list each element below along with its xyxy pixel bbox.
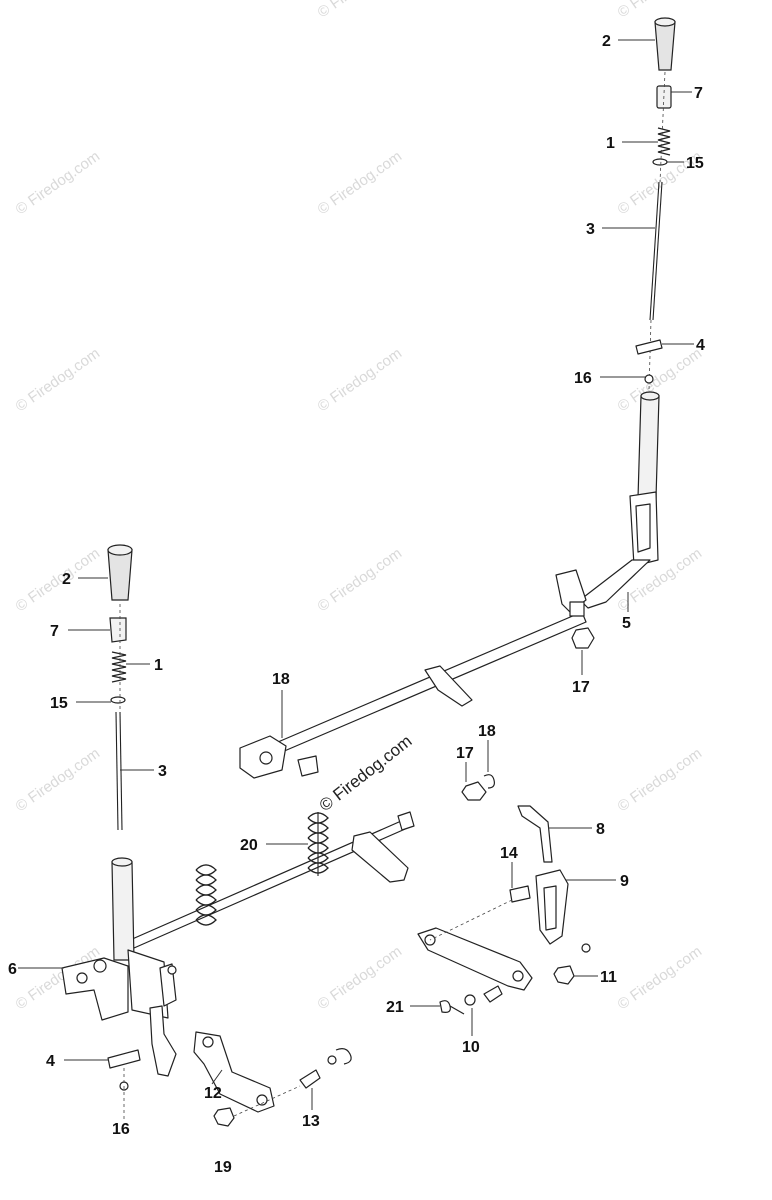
arm-part-12 [193, 1031, 275, 1113]
lift-shaft [239, 601, 595, 779]
nut-part-11 [553, 965, 575, 985]
grip-top-cap [654, 17, 676, 27]
callout-19: 19 [214, 1159, 232, 1176]
stud-part-13 [299, 1069, 321, 1089]
callout-16-left: 16 [112, 1121, 130, 1138]
callout-2-left: 2 [62, 571, 71, 588]
callout-5: 5 [622, 615, 631, 632]
callout-13: 13 [302, 1113, 320, 1130]
callout-21: 21 [386, 999, 404, 1016]
lever-arm-part-5 [579, 559, 651, 609]
washer-part-15-top [652, 158, 668, 166]
spring-part-20 [307, 812, 329, 874]
watermark: © Firedog.com [13, 345, 104, 415]
pin-part-4-left [107, 1049, 141, 1069]
nut-part-17-mid [461, 781, 487, 801]
callout-8: 8 [596, 821, 605, 838]
watermark: © Firedog.com [315, 545, 406, 615]
callout-4-top: 4 [696, 337, 705, 354]
watermark: © Firedog.com [615, 345, 706, 415]
center-watermark: © Firedog.com [316, 731, 416, 815]
callout-11: 11 [600, 969, 617, 986]
side-plate [127, 949, 169, 1019]
pin-part-4-top [635, 339, 663, 355]
lower-shaft [129, 774, 553, 949]
callout-14: 14 [500, 845, 518, 862]
center-plate [351, 831, 409, 883]
shaft-arm [424, 665, 473, 707]
watermark: © Firedog.com [13, 148, 104, 218]
callout-16-top: 16 [574, 370, 592, 387]
spring-part-1-left [111, 651, 127, 683]
pin-part-21 [439, 1000, 465, 1015]
right-lever-assembly [555, 17, 676, 613]
callout-numbers: 2 7 1 15 3 4 16 5 17 2 7 1 15 3 18 18 17… [8, 33, 705, 1176]
axis-line [659, 71, 666, 183]
callout-18-mid: 18 [478, 723, 496, 740]
clip-part-18-mid [483, 774, 495, 789]
lever-tube-part-5 [637, 395, 660, 499]
grip-part-2-top [654, 21, 676, 71]
callout-3-left: 3 [158, 763, 167, 780]
linkage-arm [149, 1005, 177, 1077]
watermark: © Firedog.com [315, 0, 406, 21]
watermark: © Firedog.com [615, 745, 706, 815]
bracket-part-6 [61, 957, 129, 1021]
sleeve-part-7-left [109, 617, 127, 643]
callout-17-right: 17 [572, 679, 590, 696]
callout-4-left: 4 [46, 1053, 55, 1070]
rod-part-3-left [115, 711, 119, 831]
washer-part-10 [464, 994, 476, 1006]
callout-10: 10 [462, 1039, 480, 1056]
bolt-part-14 [509, 885, 531, 903]
grip-part-2-left [107, 549, 133, 601]
leader-lines [18, 39, 694, 1110]
watermark: © Firedog.com [13, 545, 104, 615]
shaft-collar [569, 601, 585, 617]
lift-shaft-rod [277, 611, 587, 753]
callout-7-top: 7 [694, 85, 703, 102]
callout-17-mid: 17 [456, 745, 474, 762]
callout-9: 9 [620, 873, 629, 890]
callout-1-left: 1 [154, 657, 163, 674]
watermark: © Firedog.com [13, 745, 104, 815]
link-part-10 [417, 927, 533, 991]
callout-15-top: 15 [686, 155, 704, 172]
washer-part-15-left [110, 696, 126, 704]
callout-12: 12 [204, 1085, 222, 1102]
callout-1-top: 1 [606, 135, 615, 152]
callout-6: 6 [8, 961, 17, 978]
callout-20: 20 [240, 837, 258, 854]
lever-tube-left [111, 861, 135, 961]
nut-part-19 [213, 1107, 235, 1127]
lower-linkage [193, 869, 591, 1127]
stud-part-10 [483, 985, 503, 1003]
watermark: © Firedog.com [315, 345, 406, 415]
callout-2-top: 2 [602, 33, 611, 50]
callout-3-top: 3 [586, 221, 595, 238]
callout-15-left: 15 [50, 695, 68, 712]
nut-part-16-top [644, 374, 654, 384]
spring-shaft-left [195, 864, 217, 926]
callout-7-left: 7 [50, 623, 59, 640]
left-lever-assembly [61, 544, 177, 1120]
callout-18-left: 18 [272, 671, 290, 688]
watermark: © Firedog.com [315, 148, 406, 218]
bushing-part-18-left [297, 755, 319, 777]
spring-part-1-top [657, 127, 671, 156]
nut-part-17-right [571, 627, 595, 649]
rod-part-8 [517, 805, 553, 863]
rod-part-3-top [649, 181, 660, 321]
watermark: © Firedog.com [615, 943, 706, 1013]
